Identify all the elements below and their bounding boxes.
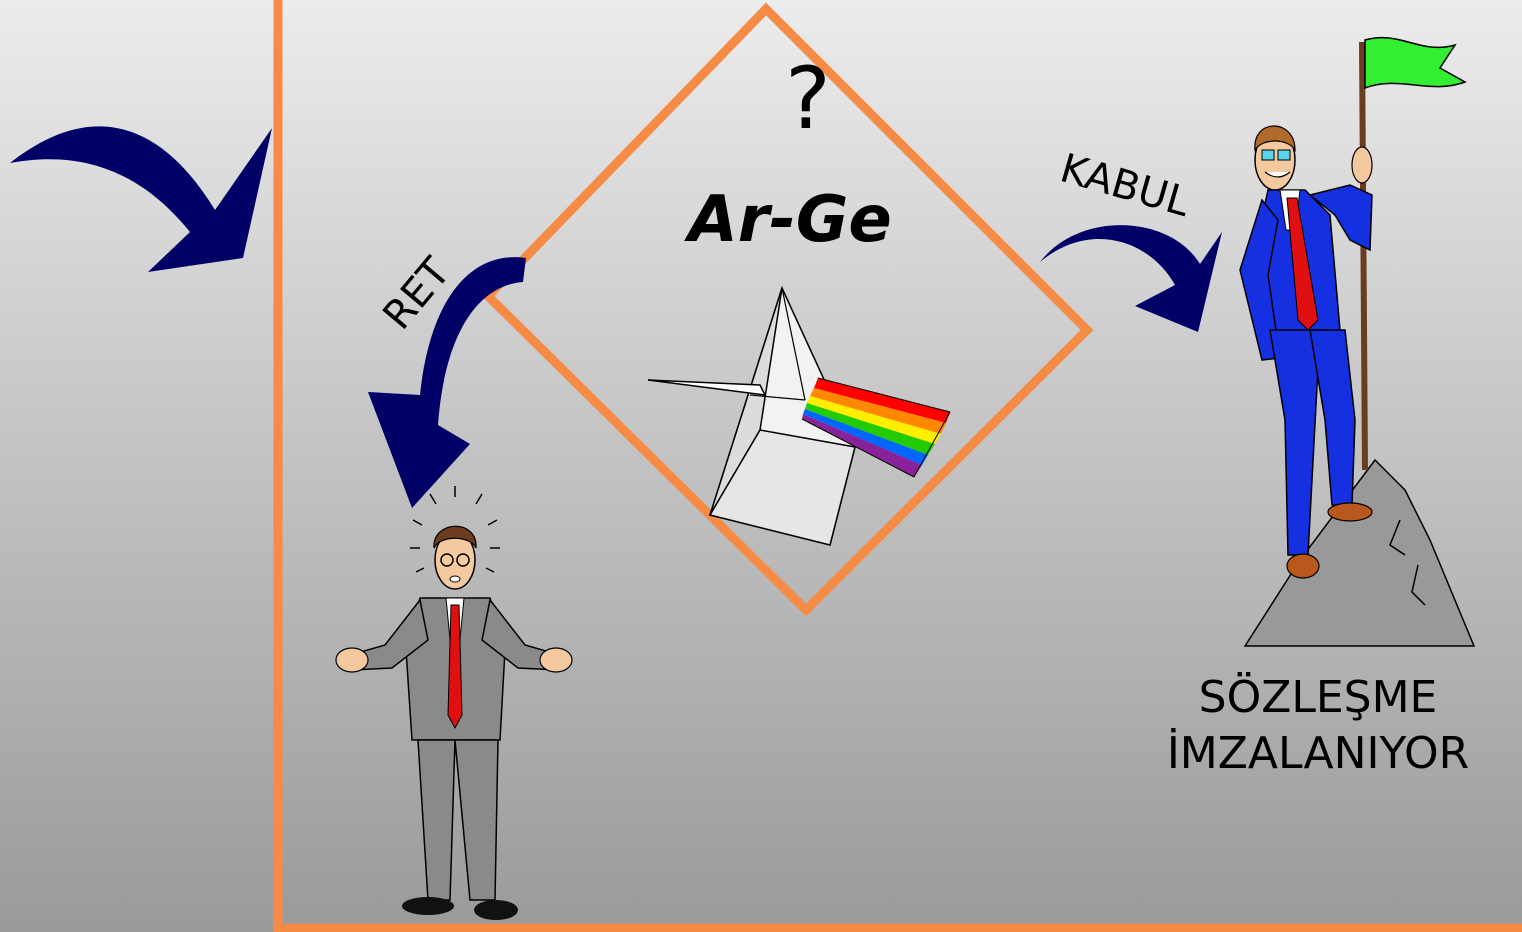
decision-diamond xyxy=(481,2,1094,617)
outer-frame xyxy=(273,0,1522,932)
result-line-1: SÖZLEŞME xyxy=(1199,671,1438,723)
mountain xyxy=(1243,458,1476,647)
flag-icon xyxy=(1364,36,1467,90)
result-line-2: İMZALANIYOR xyxy=(1167,727,1469,779)
question-mark: ? xyxy=(785,49,831,149)
rainbow-beam xyxy=(801,377,951,478)
accept-label: KABUL xyxy=(1055,145,1195,226)
accept-arrow-icon xyxy=(1040,225,1222,332)
flag-pole xyxy=(1359,41,1368,471)
center-title: Ar-Ge xyxy=(683,183,892,257)
confused-man-figure xyxy=(335,486,573,920)
reject-arrow-icon xyxy=(368,257,526,508)
stress-lines xyxy=(410,486,500,573)
entry-arrow-icon xyxy=(10,126,272,273)
success-man-figure xyxy=(1239,36,1476,647)
prism-icon xyxy=(647,285,951,546)
